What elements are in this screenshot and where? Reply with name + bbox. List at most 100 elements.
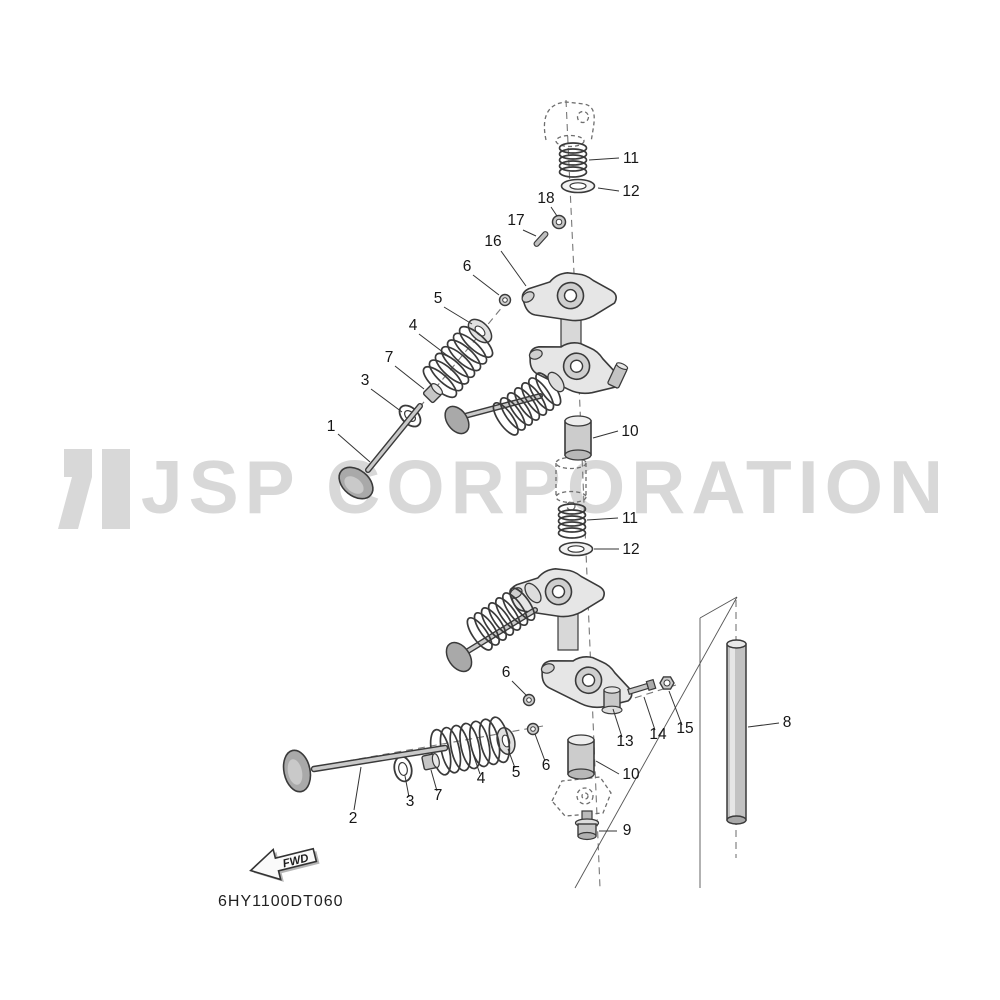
part-label: 12 xyxy=(622,183,639,200)
part-labels: 11 12 18 17 16 6 5 4 7 3 1 10 11 12 6 13… xyxy=(327,150,792,839)
part-push-rod-8 xyxy=(726,639,747,825)
part-lifter-10-top xyxy=(564,415,592,461)
watermark-text: JSP CORPORATION xyxy=(141,445,949,529)
part-cotter-6-upper xyxy=(498,293,512,307)
leader-line xyxy=(404,775,410,798)
ghost-bore-top xyxy=(555,134,585,148)
diagram-code: 6HY1100DT060 xyxy=(218,893,344,910)
part-label: 8 xyxy=(783,714,792,731)
leader-line xyxy=(507,748,516,769)
part-label: 4 xyxy=(477,770,486,787)
leader-line xyxy=(511,680,528,697)
part-cotter-6-lower-a xyxy=(522,693,536,707)
part-label: 15 xyxy=(676,720,693,737)
fwd-arrow-icon xyxy=(249,847,318,881)
part-label: 11 xyxy=(623,150,639,167)
part-seal-7-upper xyxy=(422,383,443,404)
leader-line xyxy=(522,229,537,237)
ghost-hole-mid xyxy=(566,501,576,511)
part-lifter-10-bottom xyxy=(567,734,595,780)
part-label: 1 xyxy=(327,418,336,435)
leader-line xyxy=(597,187,620,192)
leader-line xyxy=(550,206,558,217)
ghost-head-top xyxy=(543,101,595,143)
part-seal-7-lower xyxy=(421,753,440,771)
leader-line xyxy=(353,766,362,811)
part-label: 18 xyxy=(537,190,554,207)
part-label: 6 xyxy=(502,664,511,681)
rocker-adjuster-upper xyxy=(607,362,629,389)
part-label: 6 xyxy=(463,258,472,275)
part-rocker-arm-lower-2 xyxy=(534,649,637,714)
part-label: 11 xyxy=(622,510,638,527)
part-label: 10 xyxy=(621,423,639,440)
part-retainer-5-upper xyxy=(467,318,493,344)
leader-line xyxy=(443,306,473,325)
part-label: 2 xyxy=(349,810,358,827)
leader-line xyxy=(588,157,620,161)
part-label: 5 xyxy=(512,764,521,781)
leader-line xyxy=(370,388,403,413)
part-cotter-6-lower-b xyxy=(526,722,540,736)
leader-line xyxy=(500,250,527,287)
part-washer-12-mid xyxy=(558,541,594,557)
watermark: JSP CORPORATION xyxy=(58,445,949,529)
ghost-hole-top xyxy=(576,110,590,124)
assembled-valve-spring-lower xyxy=(445,582,542,673)
leader-lines xyxy=(337,157,780,832)
ghost-parts xyxy=(543,101,612,817)
part-valve-2 xyxy=(282,744,449,793)
part-rocker-arm-16 xyxy=(516,264,620,331)
part-pin-17 xyxy=(533,231,549,247)
part-label: 3 xyxy=(361,372,370,389)
ghost-bracket-hole xyxy=(576,787,594,805)
part-label: 6 xyxy=(542,757,551,774)
part-nut-15 xyxy=(659,676,675,690)
part-spring-4-lower xyxy=(429,716,511,776)
leader-line xyxy=(394,365,425,390)
plane-line-diagonal xyxy=(574,596,738,889)
leader-line xyxy=(747,722,780,728)
leader-line xyxy=(668,690,683,726)
part-spring-4-upper xyxy=(422,325,494,399)
part-label: 13 xyxy=(616,733,633,750)
part-bolt-9 xyxy=(574,810,600,841)
leader-line xyxy=(534,733,546,762)
part-bolt-14 xyxy=(627,678,657,695)
part-rocker-arm-upper-2 xyxy=(522,335,625,400)
leader-line xyxy=(586,517,619,521)
leader-line xyxy=(643,696,656,731)
leader-line xyxy=(430,769,438,792)
ghost-bracket-hole-inner xyxy=(581,792,589,800)
part-label: 7 xyxy=(434,787,443,804)
part-washer-12-top xyxy=(560,178,596,194)
part-label: 17 xyxy=(507,212,524,229)
fwd-arrow: FWD xyxy=(249,847,320,882)
plane-line-top xyxy=(699,596,738,619)
assembled-valve-spring-upper xyxy=(444,371,565,436)
leader-line xyxy=(595,760,620,775)
leader-line xyxy=(612,708,623,738)
leader-line xyxy=(337,433,371,463)
part-label: 4 xyxy=(409,317,418,334)
leader-line xyxy=(472,274,500,296)
part-label: 5 xyxy=(434,290,443,307)
part-label: 3 xyxy=(406,793,415,810)
part-spring-11-mid xyxy=(557,503,587,539)
part-label: 16 xyxy=(484,233,501,250)
part-retainer-5-lower xyxy=(496,727,516,755)
ghost-cyl-mid-bottom xyxy=(555,490,587,504)
watermark-logo-bar xyxy=(102,449,130,529)
watermark-logo xyxy=(58,449,92,529)
leader-line xyxy=(592,430,619,439)
ghost-bracket-bottom xyxy=(551,776,612,817)
part-seat-washer-3-lower xyxy=(393,755,413,783)
part-label: 7 xyxy=(385,349,394,366)
part-nut-18 xyxy=(551,214,567,230)
part-label: 12 xyxy=(622,541,639,558)
part-spring-11-top xyxy=(558,142,588,178)
part-label: 10 xyxy=(622,766,640,783)
leader-line xyxy=(472,753,481,775)
